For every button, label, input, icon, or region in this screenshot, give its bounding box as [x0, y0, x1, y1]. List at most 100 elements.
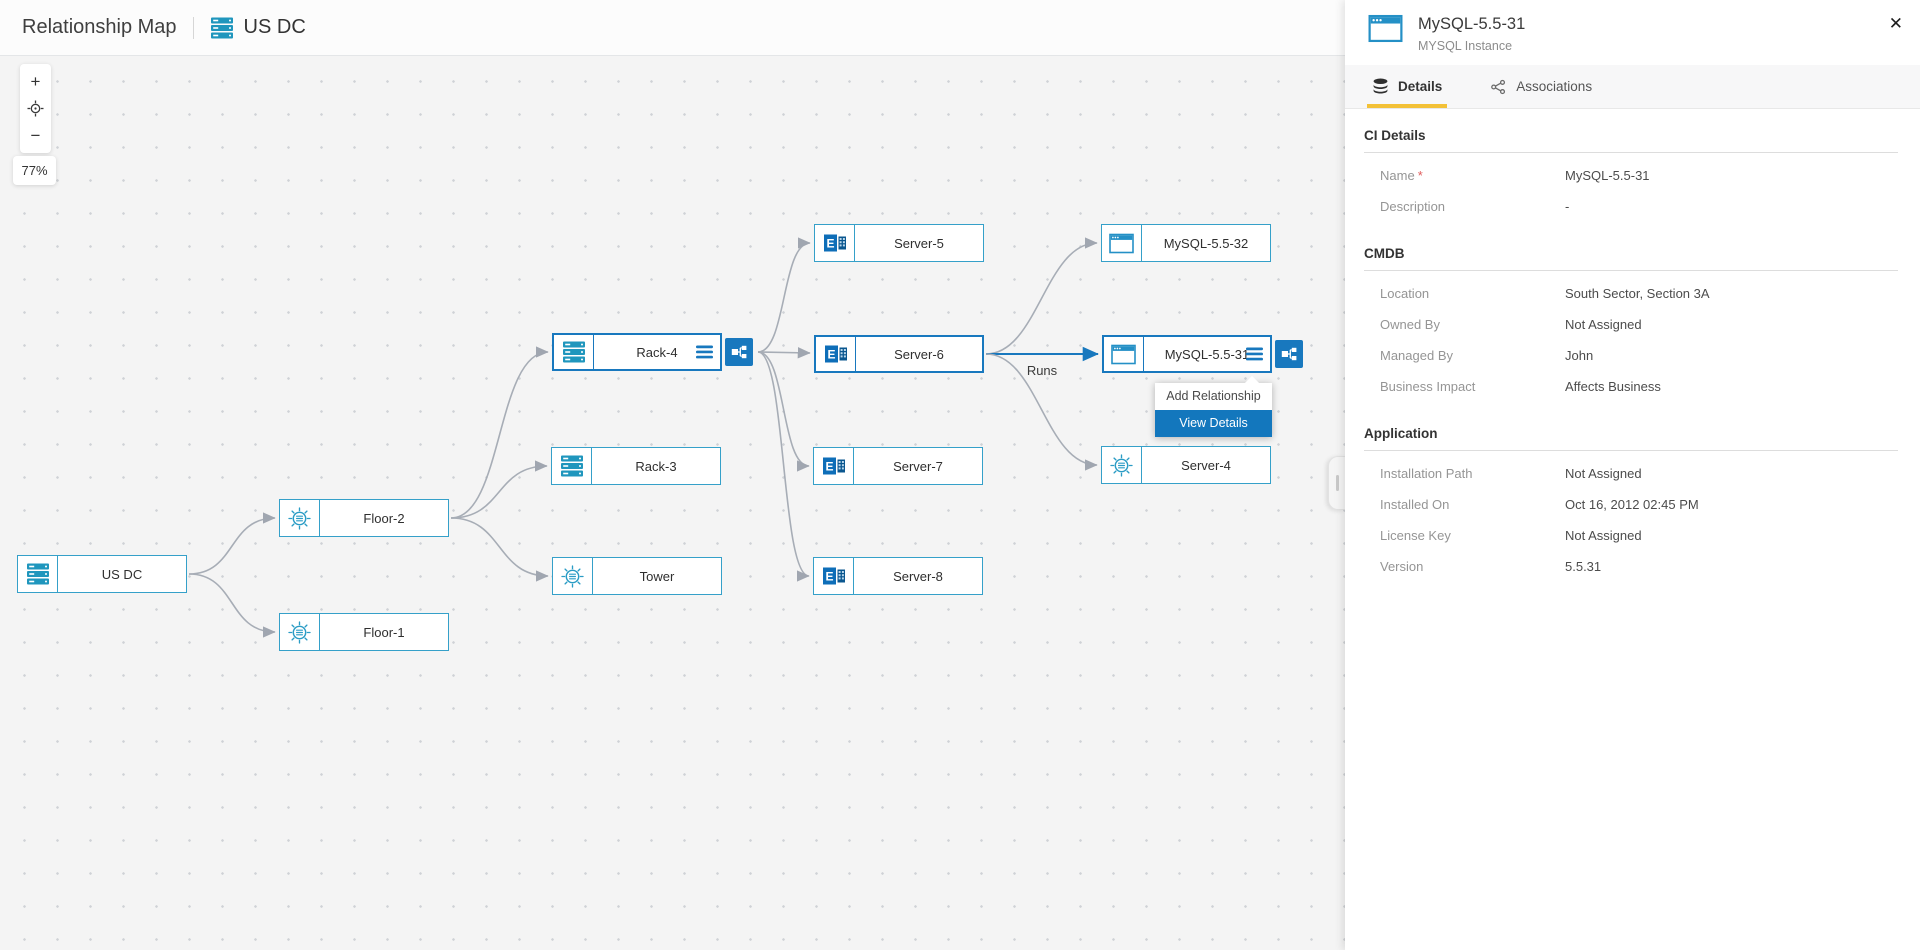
row-label: Installed On [1380, 497, 1450, 512]
tab-label: Details [1398, 79, 1443, 94]
node-label: MySQL-5.5-31 [1164, 346, 1250, 362]
edge-server-6-to-server-4 [985, 353, 1098, 471]
node-rack-3[interactable]: Rack-3 [551, 447, 721, 485]
row-value: Affects Business [1565, 379, 1661, 394]
node-menu-icon[interactable] [1246, 347, 1263, 361]
node-tower[interactable]: Tower [552, 557, 722, 595]
edge-rack-4-to-server-7 [757, 351, 810, 472]
topbar: Relationship Map US DC [0, 0, 1345, 56]
tab-label: Associations [1516, 79, 1593, 94]
virtual-host-icon [1102, 447, 1142, 483]
row-label: Owned By [1380, 317, 1440, 332]
detail-row: Installation Path Not Assigned [1364, 458, 1898, 489]
context-menu-item-view-details[interactable]: View Details [1155, 410, 1272, 437]
panel-subtitle: MYSQL Instance [1418, 39, 1513, 53]
node-mysql-5-5-31[interactable]: MySQL-5.5-31 [1102, 335, 1303, 373]
node-us-dc[interactable]: US DC [17, 555, 187, 593]
row-value: Oct 16, 2012 02:45 PM [1565, 497, 1699, 512]
row-label: Description [1380, 199, 1446, 214]
detail-row: Name* MySQL-5.5-31 [1364, 160, 1898, 191]
section-heading: CI Details [1364, 109, 1898, 153]
edge-layer: Runs [188, 237, 1099, 638]
panel-header: MySQL-5.5-31 MYSQL Instance ✕ [1345, 0, 1920, 65]
app-window-icon [1368, 14, 1403, 48]
node-label: Floor-1 [363, 624, 405, 640]
edge-rack-4-to-server-5 [757, 237, 811, 353]
node-server-7[interactable]: E Server-7 [813, 447, 983, 485]
detail-row: Installed On Oct 16, 2012 02:45 PM [1364, 489, 1898, 520]
row-label: Version [1380, 559, 1424, 574]
node-label: Tower [639, 568, 675, 584]
node-server-4[interactable]: Server-4 [1101, 446, 1271, 484]
server-stack-icon [552, 448, 592, 484]
tab-associations[interactable]: Associations [1485, 65, 1597, 108]
row-value: John [1565, 348, 1594, 363]
breadcrumb-entity: US DC [243, 16, 306, 38]
node-label: US DC [101, 566, 143, 582]
node-floor-2[interactable]: Floor-2 [279, 499, 449, 537]
row-value: 5.5.31 [1565, 559, 1602, 574]
zoom-in-button[interactable]: + [20, 68, 51, 95]
database-icon [1372, 78, 1389, 95]
detail-row: Description- [1364, 191, 1898, 222]
edge-floor-2-to-rack-4 [450, 346, 549, 519]
row-value: South Sector, Section 3A [1565, 286, 1710, 301]
row-label: Business Impact [1380, 379, 1476, 394]
expand-tree-button[interactable] [1275, 340, 1303, 368]
associations-icon [1490, 79, 1507, 95]
panel-title: MySQL-5.5-31 [1418, 15, 1526, 33]
row-value: Not Assigned [1565, 466, 1642, 481]
section-heading: CMDB [1364, 227, 1898, 271]
svg-text:E: E [826, 237, 834, 251]
edge-us-dc-to-floor-2 [188, 512, 276, 575]
node-floor-1[interactable]: Floor-1 [279, 613, 449, 651]
zoom-out-button[interactable]: − [20, 122, 51, 149]
expand-tree-button[interactable] [725, 338, 753, 366]
panel-splitter-handle[interactable] [1328, 456, 1345, 510]
page-title: Relationship Map [22, 16, 177, 38]
row-label: License Key [1380, 528, 1451, 543]
panel-tabbar: Details Associations [1345, 65, 1920, 109]
edge-rack-4-to-server-8 [757, 351, 810, 582]
edge-rack-4-to-server-6 [757, 347, 811, 359]
tab-details[interactable]: Details [1367, 65, 1448, 108]
node-label: Server-4 [1181, 457, 1231, 473]
fit-view-button[interactable] [20, 95, 51, 122]
detail-row: License Key Not Assigned [1364, 520, 1898, 551]
node-label: Rack-4 [636, 344, 678, 360]
exchange-server-icon: E [814, 558, 854, 594]
required-asterisk: * [1417, 168, 1423, 183]
svg-text:E: E [825, 570, 833, 584]
server-stack-icon [554, 335, 594, 369]
exchange-server-icon: E [814, 448, 854, 484]
virtual-host-icon [280, 614, 320, 650]
row-label: Installation Path [1380, 466, 1473, 481]
app-window-icon [1104, 337, 1144, 371]
node-mysql-5-5-32[interactable]: MySQL-5.5-32 [1101, 224, 1271, 262]
node-menu-icon[interactable] [696, 345, 713, 359]
row-value: MySQL-5.5-31 [1565, 168, 1650, 183]
row-label: Name* [1380, 168, 1423, 183]
node-rack-4[interactable]: Rack-4 [552, 333, 753, 371]
edge-label: Runs [1027, 363, 1058, 378]
server-stack-icon [18, 556, 58, 592]
node-label: Server-6 [894, 346, 944, 362]
row-value: Not Assigned [1565, 528, 1642, 543]
details-panel: MySQL-5.5-31 MYSQL Instance ✕ Details Ass… [1345, 0, 1920, 950]
context-menu-item-add-relationship[interactable]: Add Relationship [1155, 383, 1272, 410]
exchange-server-icon: E [815, 225, 855, 261]
close-icon[interactable]: ✕ [1888, 14, 1903, 33]
edge-floor-2-to-rack-3 [450, 460, 548, 519]
breadcrumb-divider [192, 16, 194, 39]
node-label: Server-7 [893, 458, 943, 474]
